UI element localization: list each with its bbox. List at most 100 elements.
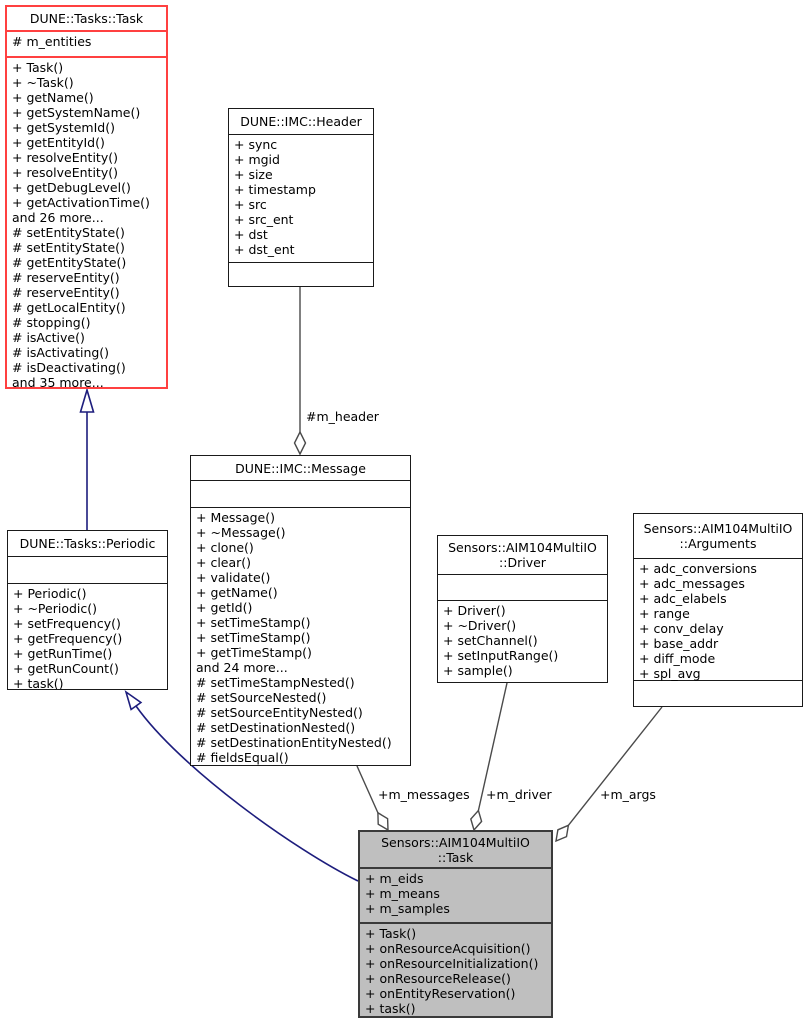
class-attributes: # m_entities — [7, 32, 166, 58]
member-row: and 24 more... — [196, 660, 288, 675]
member-row: + setChannel() — [443, 633, 538, 648]
member-row: + task() — [365, 1001, 416, 1016]
member-row: # isDeactivating() — [12, 360, 126, 375]
member-row: # setEntityState() — [12, 240, 125, 255]
member-row: + adc_messages — [639, 576, 745, 591]
member-row: + getDebugLevel() — [12, 180, 131, 195]
member-row: + getId() — [196, 600, 253, 615]
class-methods: + Message()+ ~Message()+ clone()+ clear(… — [191, 508, 410, 765]
member-row: + task() — [13, 676, 64, 690]
edge-label-m-messages: +m_messages — [378, 787, 470, 802]
member-row: + onResourceInitialization() — [365, 956, 539, 971]
class-title: Sensors::AIM104MultiIO ::Task — [360, 832, 551, 869]
edge-label-m-header: #m_header — [306, 409, 379, 424]
member-row: + base_addr — [639, 636, 719, 651]
member-row: + range — [639, 606, 690, 621]
member-row: + getName() — [12, 90, 94, 105]
class-box-sensors-aim104multiio-arguments[interactable]: Sensors::AIM104MultiIO ::Arguments + adc… — [633, 513, 803, 707]
class-title: Sensors::AIM104MultiIO ::Driver — [438, 536, 607, 575]
member-row: + setInputRange() — [443, 648, 559, 663]
class-attributes — [8, 557, 167, 584]
member-row: + validate() — [196, 570, 271, 585]
class-title: DUNE::Tasks::Task — [7, 7, 166, 32]
aggregation-diamond-m-messages — [377, 811, 389, 832]
member-row: + mgid — [234, 152, 280, 167]
member-row: + getRunCount() — [13, 661, 119, 676]
aggregation-diamond-m-args — [555, 824, 570, 843]
edge-label-m-args: +m_args — [600, 787, 656, 802]
member-row: + conv_delay — [639, 621, 724, 636]
member-row: + getActivationTime() — [12, 195, 150, 210]
class-box-dune-tasks-task[interactable]: DUNE::Tasks::Task # m_entities + Task()+… — [5, 5, 168, 389]
member-row: + diff_mode — [639, 651, 716, 666]
member-row: + resolveEntity() — [12, 165, 118, 180]
class-attributes: + m_eids+ m_means+ m_samples — [360, 869, 551, 924]
inheritance-arrowhead-sensorstask-to-periodic — [124, 690, 143, 711]
class-title: DUNE::Tasks::Periodic — [8, 531, 167, 557]
member-row: # setSourceNested() — [196, 690, 327, 705]
member-row: + sample() — [443, 663, 513, 678]
member-row: + timestamp — [234, 182, 316, 197]
class-attributes — [191, 481, 410, 508]
member-row: # reserveEntity() — [12, 285, 120, 300]
class-methods: + Periodic()+ ~Periodic()+ setFrequency(… — [8, 584, 167, 690]
class-attributes: + sync+ mgid+ size+ timestamp+ src+ src_… — [229, 135, 373, 263]
class-box-dune-imc-header[interactable]: DUNE::IMC::Header + sync+ mgid+ size+ ti… — [228, 108, 374, 287]
member-row: + Message() — [196, 510, 275, 525]
class-title: DUNE::IMC::Header — [229, 109, 373, 135]
class-methods: + Task()+ onResourceAcquisition()+ onRes… — [360, 924, 551, 1016]
edge-label-m-driver: +m_driver — [486, 787, 552, 802]
member-row: + onResourceRelease() — [365, 971, 511, 986]
class-box-sensors-aim104multiio-driver[interactable]: Sensors::AIM104MultiIO ::Driver + Driver… — [437, 535, 608, 683]
member-row: and 26 more... — [12, 210, 104, 225]
member-row: + getSystemId() — [12, 120, 115, 135]
member-row: + ~Task() — [12, 75, 74, 90]
member-row: + clone() — [196, 540, 254, 555]
member-row: # isActivating() — [12, 345, 110, 360]
class-title: Sensors::AIM104MultiIO ::Arguments — [634, 514, 802, 559]
member-row: + src — [234, 197, 267, 212]
member-row: + Task() — [12, 60, 64, 75]
member-row: + clear() — [196, 555, 252, 570]
class-title: DUNE::IMC::Message — [191, 456, 410, 481]
member-row: + resolveEntity() — [12, 150, 118, 165]
member-row: + Periodic() — [13, 586, 87, 601]
class-methods — [229, 263, 373, 286]
member-row: # isActive() — [12, 330, 85, 345]
member-row: + dst_ent — [234, 242, 295, 257]
member-row: # stopping() — [12, 315, 91, 330]
aggregation-diamond-m-driver — [470, 809, 483, 832]
member-row: + getTimeStamp() — [196, 645, 312, 660]
member-row: # fieldsEqual() — [196, 750, 289, 765]
member-row: + getName() — [196, 585, 278, 600]
member-row: + size — [234, 167, 273, 182]
member-row: # setTimeStampNested() — [196, 675, 355, 690]
member-row: and 35 more... — [12, 375, 104, 389]
member-row: # setDestinationEntityNested() — [196, 735, 392, 750]
class-methods: + Task()+ ~Task()+ getName()+ getSystemN… — [7, 58, 166, 389]
member-row: # getEntityState() — [12, 255, 127, 270]
member-row: + getFrequency() — [13, 631, 123, 646]
class-box-dune-tasks-periodic[interactable]: DUNE::Tasks::Periodic + Periodic()+ ~Per… — [7, 530, 168, 690]
member-row: + src_ent — [234, 212, 294, 227]
member-row: + getSystemName() — [12, 105, 141, 120]
member-row: + getRunTime() — [13, 646, 113, 661]
member-row: + setTimeStamp() — [196, 630, 311, 645]
edge-aggregation-m-messages — [356, 765, 379, 814]
class-box-dune-imc-message[interactable]: DUNE::IMC::Message + Message()+ ~Message… — [190, 455, 411, 766]
member-row: + adc_elabels — [639, 591, 727, 606]
member-row: # setDestinationNested() — [196, 720, 356, 735]
member-row: + Driver() — [443, 603, 506, 618]
class-attributes: + adc_conversions+ adc_messages+ adc_ela… — [634, 559, 802, 681]
class-box-sensors-aim104multiio-task[interactable]: Sensors::AIM104MultiIO ::Task + m_eids+ … — [358, 830, 553, 1018]
aggregation-diamond-m-header — [293, 430, 307, 456]
member-row: + adc_conversions — [639, 561, 757, 576]
member-row: + m_eids — [365, 871, 424, 886]
class-methods: + Driver()+ ~Driver()+ setChannel()+ set… — [438, 601, 607, 682]
edge-aggregation-m-args — [567, 706, 663, 826]
member-row: + onResourceAcquisition() — [365, 941, 531, 956]
member-row: + getEntityId() — [12, 135, 105, 150]
class-methods — [634, 681, 802, 706]
member-row: + ~Message() — [196, 525, 286, 540]
